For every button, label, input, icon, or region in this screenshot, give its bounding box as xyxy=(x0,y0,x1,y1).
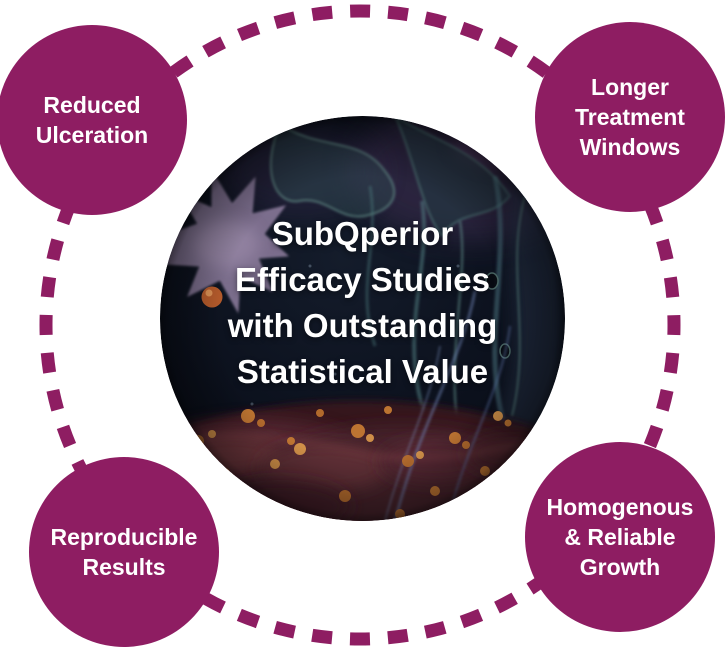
center-title-line: Statistical Value xyxy=(236,352,489,390)
bubble-label: Longer Treatment Windows xyxy=(575,72,685,162)
dashed-ring-circle xyxy=(39,4,681,646)
center-circle: SubQperior Efficacy Studies with Outstan… xyxy=(160,116,565,521)
bubble-label-line: Homogenous xyxy=(546,494,694,520)
bubble-label: Reproducible Results xyxy=(51,522,198,582)
bubble-label-line: Windows xyxy=(579,134,681,160)
bubble-reproducible-results: Reproducible Results xyxy=(29,457,219,647)
bubble-label-line: Growth xyxy=(579,554,661,580)
vignette xyxy=(160,116,565,521)
center-title-line: with Outstanding xyxy=(227,306,498,344)
bubble-label: Homogenous & Reliable Growth xyxy=(547,492,694,582)
bubble-label-line: Results xyxy=(82,554,166,580)
bubble-label-line: Reproducible xyxy=(50,524,198,550)
bubble-label-line: & Reliable xyxy=(564,524,676,550)
bubble-label: Reduced Ulceration xyxy=(36,90,148,150)
bubble-label-line: Treatment xyxy=(575,104,685,130)
bubble-reduced-ulceration: Reduced Ulceration xyxy=(0,25,187,215)
center-title-line: SubQperior xyxy=(271,214,454,252)
center-title-line: Efficacy Studies xyxy=(235,260,490,298)
bubble-label-line: Longer xyxy=(591,74,669,100)
center-title: SubQperior Efficacy Studies with Outstan… xyxy=(160,116,565,505)
bubble-homogenous-reliable-growth: Homogenous & Reliable Growth xyxy=(525,442,715,632)
cell-culture-image xyxy=(160,116,565,521)
bubble-label-line: Ulceration xyxy=(35,122,149,148)
bubble-longer-treatment-windows: Longer Treatment Windows xyxy=(535,22,725,212)
bubble-label-line: Reduced xyxy=(43,92,141,118)
